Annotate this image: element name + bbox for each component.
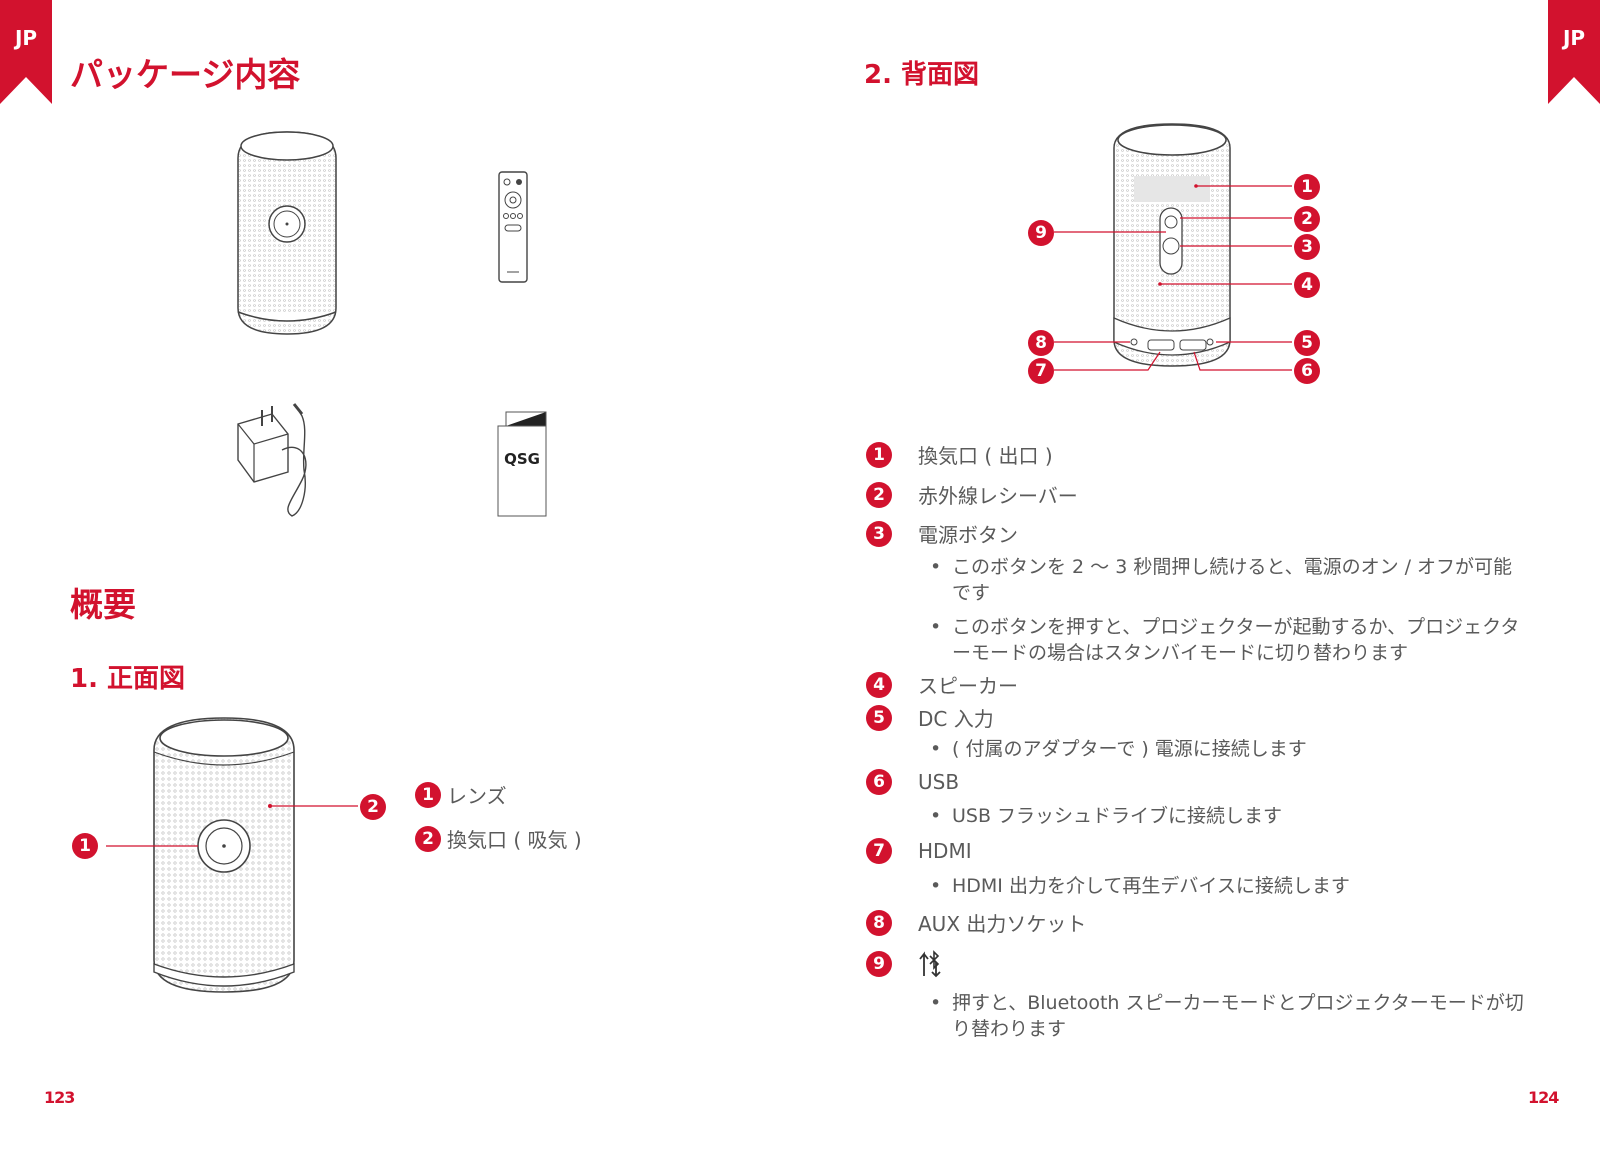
item-number: 3 [866,520,892,547]
item-number: 4 [866,671,892,698]
quick-start-guide-illustration [497,411,547,517]
bullet-text: HDMI 出力を介して再生デバイスに接続します [952,875,1350,897]
rear-item-7-bullet-1: •HDMI 出力を介して再生デバイスに接続します [930,873,1530,899]
rear-callout-6: 6 [1294,358,1320,384]
language-tag-text: JP [1562,26,1586,50]
item-label: HDMI [918,839,972,863]
item-label: 電源ボタン [918,523,1018,547]
front-item-number: 1 [415,781,441,808]
bullet-text: このボタンを 2 〜 3 秒間押し続けると、電源のオン / オフが可能です [952,556,1513,604]
front-view-heading: 1. 正面図 [70,664,186,694]
rear-callout-7: 7 [1028,358,1054,384]
rear-item-9: 9 [866,950,944,978]
item-number: 7 [866,838,892,864]
front-item-number: 2 [415,825,441,852]
rear-callout-3: 3 [1294,234,1320,260]
rear-item-8: 8 AUX 出力ソケット [866,908,1086,937]
language-tab-right: JP [1548,0,1600,104]
item-label: 換気口 ( 出口 ) [918,444,1053,468]
rear-item-6-bullet-1: •USB フラッシュドライブに接続します [930,803,1530,829]
rear-callout-1: 1 [1294,174,1320,200]
item-label: DC 入力 [918,707,994,731]
callout-lens-number: 1 [72,833,98,859]
package-contents-title: パッケージ内容 [70,55,301,94]
page-number-left: 123 [44,1088,75,1107]
bluetooth-switch-icon [919,950,941,978]
language-tab-left: JP [0,0,52,104]
rear-item-3: 3 電源ボタン [866,519,1018,548]
item-number: 9 [866,951,892,977]
front-view-projector-illustration [106,717,358,993]
front-item-label: 換気口 ( 吸気 ) [447,828,582,852]
item-number: 8 [866,909,892,936]
rear-item-2: 2 赤外線レシーバー [866,480,1078,509]
bullet-text: USB フラッシュドライブに接続します [952,805,1283,827]
rear-item-1: 1 換気口 ( 出口 ) [866,440,1053,469]
rear-item-6: 6 USB [866,769,959,795]
front-item-intake-vent: 2 換気口 ( 吸気 ) [415,824,582,853]
item-number: 5 [866,704,892,731]
rear-item-3-bullet-1: •このボタンを 2 〜 3 秒間押し続けると、電源のオン / オフが可能です [930,554,1530,606]
front-item-label: レンズ [447,784,507,808]
rear-item-7: 7 HDMI [866,838,972,864]
remote-control-illustration [498,171,528,283]
rear-item-5-bullet-1: •( 付属のアダプターで ) 電源に接続します [930,736,1530,762]
overview-heading: 概要 [70,585,136,624]
rear-item-5: 5 DC 入力 [866,703,994,732]
rear-view-projector-illustration [1054,123,1292,371]
rear-callout-2: 2 [1294,206,1320,232]
item-label: 赤外線レシーバー [918,484,1078,508]
rear-callout-9: 9 [1028,220,1054,246]
rear-callout-5: 5 [1294,330,1320,356]
front-item-lens: 1 レンズ [415,780,507,809]
page-number-right: 124 [1528,1088,1559,1107]
bullet-text: 押すと、Bluetooth スピーカーモードとプロジェクターモードが切り替わりま… [952,992,1524,1040]
rear-callout-4: 4 [1294,272,1320,298]
qsg-label: QSG [504,450,540,468]
rear-item-3-bullet-2: •このボタンを押すと、プロジェクターが起動するか、プロジェクターモードの場合はス… [930,614,1530,666]
item-number: 1 [866,441,892,468]
rear-item-9-bullet-1: •押すと、Bluetooth スピーカーモードとプロジェクターモードが切り替わり… [930,990,1530,1042]
rear-item-4: 4 スピーカー [866,670,1018,699]
power-adapter-illustration [237,403,307,517]
language-tag-text: JP [14,26,38,50]
bullet-text: ( 付属のアダプターで ) 電源に接続します [952,738,1307,760]
projector-illustration [237,131,337,335]
item-number: 6 [866,769,892,795]
item-label: USB [918,770,960,794]
item-number: 2 [866,481,892,508]
bullet-text: このボタンを押すと、プロジェクターが起動するか、プロジェクターモードの場合はスタ… [952,616,1520,664]
item-label: スピーカー [918,674,1018,698]
rear-view-heading: 2. 背面図 [864,60,980,90]
callout-intake-number: 2 [360,794,386,820]
rear-callout-8: 8 [1028,330,1054,356]
item-label: AUX 出力ソケット [918,912,1087,936]
